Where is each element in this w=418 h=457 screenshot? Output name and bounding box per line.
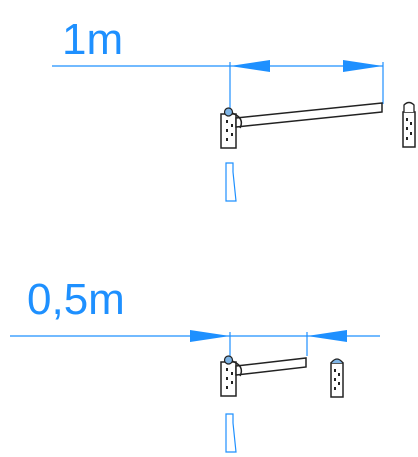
bottom-receiving-post [330,358,344,398]
top-dimension-line [52,62,384,112]
bottom-boom-arm [231,357,307,377]
top-dimension-arrow-left [230,60,270,72]
top-dimension-label: 1m [62,15,123,64]
bottom-detail: 0,5m [10,275,380,453]
bottom-ground-anchor [225,413,237,453]
top-boom-arm [231,102,383,129]
bottom-dimension-arrow-right [307,330,347,342]
top-ground-anchor [225,162,237,202]
bottom-dimension-label: 0,5m [27,275,125,324]
top-receiving-post [402,101,416,148]
top-detail: 1m [52,15,416,202]
top-barrier-post [220,107,237,149]
bottom-barrier-post [220,355,237,397]
bottom-dimension-arrow-left [190,330,230,342]
top-dimension-arrow-right [343,60,383,72]
